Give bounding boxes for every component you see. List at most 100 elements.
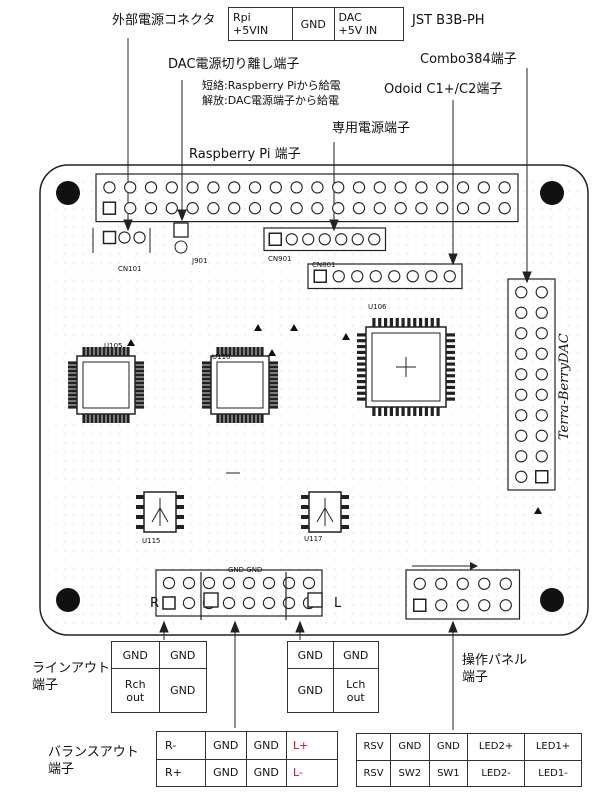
pin xyxy=(477,181,490,194)
chip-pin xyxy=(252,347,256,356)
chip-pin xyxy=(446,391,455,395)
panel-cell: LED2+ xyxy=(467,733,526,761)
pin xyxy=(535,368,548,381)
chip-pin xyxy=(301,515,309,519)
chip-pin xyxy=(122,414,126,423)
pin xyxy=(515,306,528,319)
chip-pin xyxy=(102,414,106,423)
chip-pin xyxy=(269,377,278,381)
chip-pin xyxy=(68,381,77,385)
pin xyxy=(535,429,548,442)
open-note: 解放:DAC電源端子から給電 xyxy=(202,94,339,107)
panel-arrow-head xyxy=(470,562,478,570)
chip-pin xyxy=(357,350,366,355)
chip-pin xyxy=(110,347,114,356)
pin xyxy=(535,388,548,401)
chip-pin xyxy=(126,347,130,356)
chip-pin xyxy=(68,373,77,377)
chip-pin xyxy=(94,347,98,356)
pin xyxy=(415,202,428,215)
cn101-connector xyxy=(102,230,146,245)
pin xyxy=(388,270,401,283)
pin xyxy=(436,181,449,194)
chip-pin xyxy=(68,365,77,369)
chip-pin xyxy=(68,369,77,373)
pin xyxy=(144,181,158,194)
chip-pin xyxy=(269,381,278,385)
dedicated-power-label: 専用電源端子 xyxy=(332,121,411,136)
mounting-hole xyxy=(540,181,564,205)
jst-label: JST B3B-PH xyxy=(412,13,485,28)
panel-cell: LED1+ xyxy=(524,733,582,761)
chip-pin xyxy=(176,515,184,519)
pin xyxy=(202,576,216,590)
pin xyxy=(425,270,438,283)
cn801-connector xyxy=(307,263,463,290)
rpi-header-label: Raspberry Pi 端子 xyxy=(189,147,301,162)
chip-pin xyxy=(341,495,349,499)
chip-pin xyxy=(135,389,144,393)
pin xyxy=(515,347,528,360)
pin xyxy=(515,470,528,483)
chip-pin xyxy=(202,397,211,401)
pin-square xyxy=(535,470,549,484)
chip-pin xyxy=(372,407,376,416)
chip-pin xyxy=(90,414,94,423)
u110-text: U110 xyxy=(212,353,231,361)
balance-cell: GND xyxy=(245,731,287,760)
pin xyxy=(332,270,345,283)
orientation-mark xyxy=(254,324,262,331)
chip-pin xyxy=(236,414,240,423)
chip-pin xyxy=(244,414,248,423)
pin xyxy=(207,202,220,215)
chip-pin xyxy=(395,407,399,416)
terra-text: Terra-BerryDAC xyxy=(557,333,572,440)
pin xyxy=(413,577,426,590)
chip-pin xyxy=(341,525,349,529)
orientation-mark xyxy=(290,324,298,331)
pin xyxy=(515,286,528,299)
panel-cell: SW2 xyxy=(390,759,430,787)
chip-pin xyxy=(446,374,455,378)
pin xyxy=(406,270,419,283)
pin-square xyxy=(413,598,427,612)
chip-pin xyxy=(118,347,122,356)
chip-mark xyxy=(316,506,334,523)
pin xyxy=(394,181,407,194)
line-out-cell: Lch out xyxy=(332,668,379,713)
chip-pin xyxy=(395,318,399,327)
chip-pin xyxy=(401,407,405,416)
chip-pin xyxy=(357,339,366,343)
pin xyxy=(262,596,276,610)
pin-square xyxy=(313,269,327,283)
chip-pin xyxy=(176,495,184,499)
chip-pin xyxy=(269,385,278,389)
pin xyxy=(182,576,196,590)
chip-pin xyxy=(341,505,349,509)
cn801-connector-frame xyxy=(307,263,463,290)
pin xyxy=(456,577,469,590)
pin xyxy=(515,327,528,340)
pin xyxy=(435,599,448,612)
u105-text: U105 xyxy=(104,342,123,350)
pin xyxy=(478,599,491,612)
u105-chip xyxy=(68,347,144,423)
chip-pin xyxy=(135,361,144,365)
chip-pin xyxy=(418,318,423,327)
combo384-connector xyxy=(507,278,556,491)
j901-text: J901 xyxy=(192,257,208,265)
pin xyxy=(302,576,316,590)
pin-square xyxy=(162,596,176,610)
pin xyxy=(144,202,158,215)
chip-pin xyxy=(357,333,366,337)
j901-pad-round xyxy=(174,240,188,254)
pin xyxy=(351,233,364,246)
chip-pin xyxy=(383,318,388,327)
cn101-text: CN101 xyxy=(118,265,142,273)
balance-cell: GND xyxy=(245,758,287,787)
panel-cell: LED2- xyxy=(467,759,526,787)
chip-pin xyxy=(301,505,309,509)
chip-pin xyxy=(446,397,455,401)
line-out-label: ラインアウト 端子 xyxy=(32,661,111,693)
